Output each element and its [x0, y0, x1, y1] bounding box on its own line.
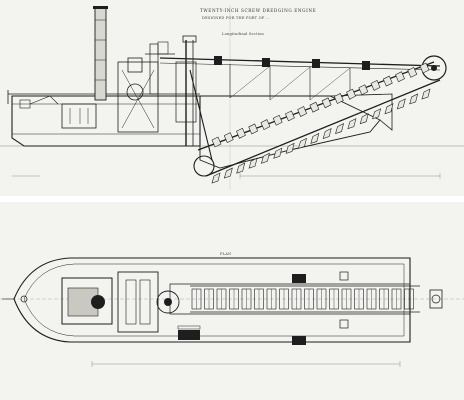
- bucket: [285, 110, 295, 122]
- bucket: [260, 152, 270, 164]
- upper-buckets: [211, 62, 430, 148]
- bucket: [395, 71, 405, 83]
- bucket: [372, 108, 382, 120]
- bucket: [322, 127, 332, 139]
- hatch-aft: [292, 336, 306, 345]
- bucket: [236, 162, 246, 174]
- bucket: [248, 157, 258, 169]
- bucket: [419, 62, 430, 74]
- bucket: [358, 84, 369, 96]
- bucket: [297, 106, 308, 117]
- bucket: [407, 66, 418, 78]
- drawing-subtitle: DESIGNED FOR THE PORT OF ...: [202, 16, 270, 20]
- bucket: [309, 101, 320, 113]
- upper-shaft: [159, 56, 441, 101]
- section-label: Longitudinal Section: [222, 32, 264, 36]
- boiler: [61, 277, 113, 325]
- bucket: [298, 137, 307, 149]
- hatch-forward: [292, 274, 306, 283]
- bucket: [285, 142, 295, 154]
- bucket: [346, 88, 356, 100]
- funnel: [93, 6, 108, 101]
- winch-block: [178, 330, 200, 340]
- gantry-mast: [182, 35, 213, 161]
- elevation-drawing: [0, 5, 464, 190]
- bucket: [248, 123, 259, 135]
- plan-drawing: [0, 257, 464, 367]
- plan-sheet: PLAN: [0, 202, 464, 400]
- bucket-ladder: [193, 55, 447, 184]
- bucket: [409, 93, 419, 105]
- bucket: [359, 113, 369, 125]
- bucket: [335, 123, 344, 135]
- deck-house: [19, 95, 97, 129]
- bucket: [272, 114, 283, 126]
- bucket: [211, 172, 221, 184]
- plan-label: PLAN: [220, 252, 232, 256]
- plan-bucket-chain: [191, 288, 414, 310]
- sheet-gap: [0, 196, 464, 202]
- bucket: [333, 93, 344, 104]
- elevation-sheet: TWENTY-INCH SCREW DREDGING ENGINE DESIGN…: [0, 0, 464, 196]
- bow-bitt: [20, 295, 28, 303]
- bucket: [321, 97, 332, 109]
- bucket: [211, 136, 222, 148]
- bucket: [370, 80, 381, 91]
- drawing-title: TWENTY-INCH SCREW DREDGING ENGINE: [200, 8, 317, 13]
- bucket: [310, 132, 320, 144]
- bucket: [236, 127, 246, 139]
- bucket: [382, 75, 393, 87]
- bottom-tumbler-wheel: [193, 155, 215, 177]
- bucket: [260, 119, 271, 130]
- bucket: [384, 103, 394, 115]
- bucket: [273, 147, 283, 159]
- stern-winches: [339, 271, 443, 329]
- engine-plan: [117, 271, 201, 340]
- bucket: [396, 98, 406, 110]
- bucket: [347, 118, 357, 130]
- bucket: [223, 132, 234, 144]
- lower-buckets: [211, 88, 431, 184]
- engine-framework: [117, 41, 197, 133]
- bucket: [223, 167, 233, 179]
- bucket: [421, 88, 431, 100]
